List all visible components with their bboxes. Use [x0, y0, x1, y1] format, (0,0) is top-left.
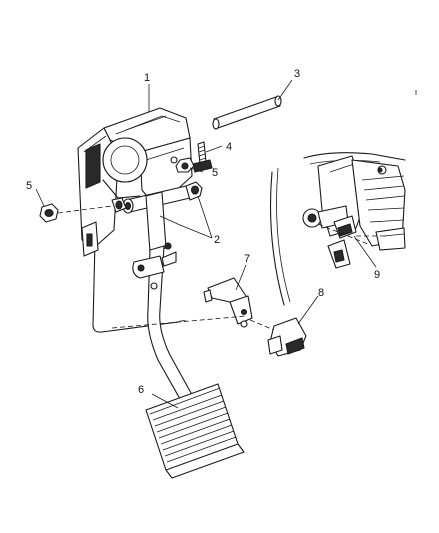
nut-left [39, 203, 59, 223]
pivot-rod [212, 95, 282, 130]
callout-5-left: 5 [26, 180, 32, 192]
alignment-line-switch [249, 319, 275, 331]
pedal-support-bracket [77, 107, 193, 257]
brake-pedal-pad [145, 383, 245, 479]
callout-3: 3 [294, 68, 300, 80]
nut-upper [175, 157, 195, 173]
callout-8: 8 [318, 287, 324, 299]
callout-1: 1 [144, 72, 150, 84]
callout-2: 2 [214, 234, 220, 246]
callout-6: 6 [138, 384, 144, 396]
bushing-left [111, 197, 127, 213]
pedal-pad-ribs [152, 394, 237, 463]
bolt [192, 141, 213, 173]
brake-pedal-arm [132, 191, 197, 407]
callout-9: 9 [374, 269, 380, 281]
switch-bracket [203, 277, 253, 325]
alignment-line-bracket [111, 315, 247, 329]
callout-5-right: 5 [212, 167, 218, 179]
callout-labels: 1 2 3 4 5 5 6 7 8 9 [26, 68, 380, 396]
alignment-line-left [57, 205, 113, 214]
callout-7: 7 [244, 253, 250, 265]
installed-view-inset [269, 152, 406, 306]
bushing-right [185, 181, 203, 201]
callout-4: 4 [226, 141, 232, 153]
leader-lines [35, 79, 377, 409]
inset-wiring [361, 175, 405, 223]
brake-switch [240, 317, 307, 357]
